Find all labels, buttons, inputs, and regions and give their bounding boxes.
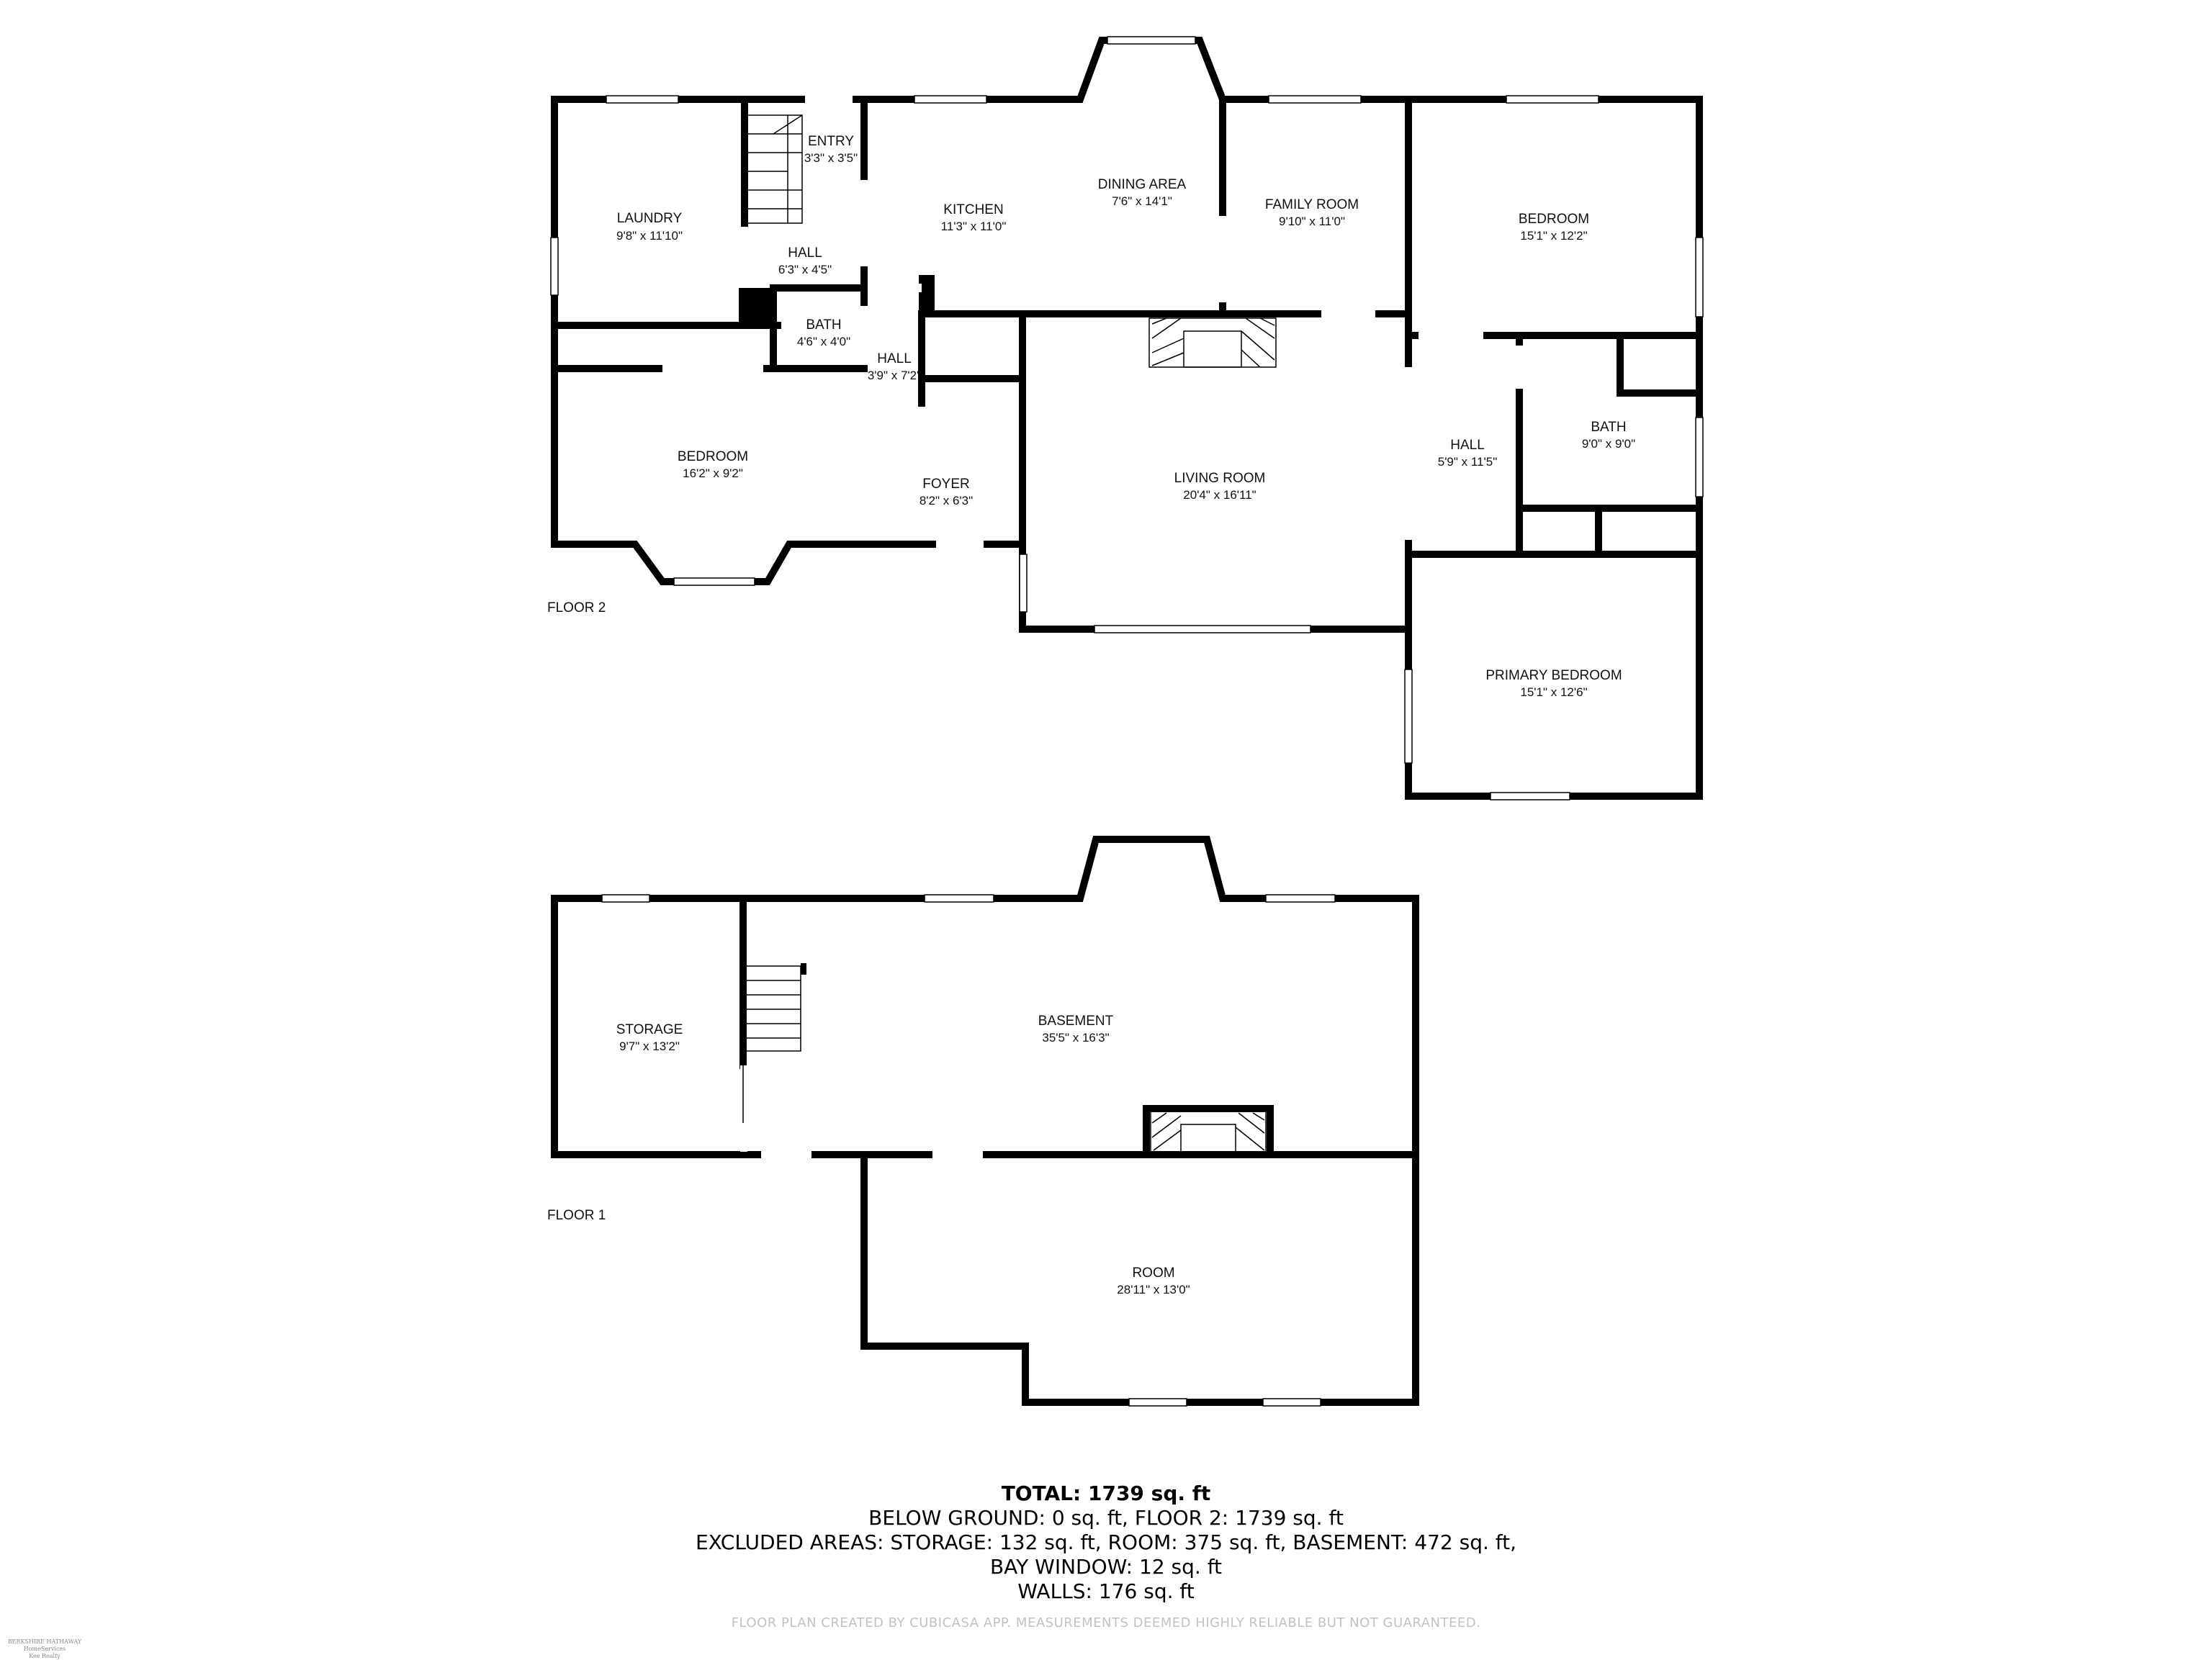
brand-line-3: Kee Realty [29, 1653, 60, 1659]
floor-1-interior-walls [739, 895, 1419, 1158]
primary-bedroom-label: PRIMARY BEDROOM [1485, 668, 1622, 683]
storage-dimensions: 9'7" x 13'2" [619, 1039, 680, 1053]
door-gap [740, 1065, 747, 1152]
entry-label: ENTRY [808, 134, 854, 149]
bath-b-label: BATH [1591, 420, 1626, 435]
family-room-label: FAMILY ROOM [1265, 197, 1359, 212]
area-summary: TOTAL: 1739 sq. ft BELOW GROUND: 0 sq. f… [0, 1481, 2212, 1604]
hall-c-dimensions: 5'9" x 11'5" [1438, 455, 1498, 469]
floor-1-plan: FLOOR 1 STORAGE 9'7" x 13'2" BASEMENT 35… [547, 836, 1419, 1407]
hall-dimensions: 6'3" x 4'5" [778, 263, 832, 276]
stairs [745, 963, 806, 1052]
hall-label: HALL [788, 245, 822, 261]
bath-b-dimensions: 9'0" x 9'0" [1582, 437, 1635, 451]
primary-bedroom-dimensions: 15'1" x 12'6" [1520, 685, 1587, 699]
room-label: ROOM [1132, 1266, 1174, 1281]
disclaimer: FLOOR PLAN CREATED BY CUBICASA APP. MEAS… [731, 1615, 1481, 1630]
foyer-dimensions: 8'2" x 6'3" [920, 494, 973, 508]
brand-line-1: BERKSHIRE HATHAWAY [7, 1638, 82, 1645]
summary-line-3: BAY WINDOW: 12 sq. ft [989, 1555, 1223, 1579]
bath-dimensions: 4'6" x 4'0" [797, 335, 850, 348]
floor-2-windows [550, 36, 1704, 800]
hall-b-label: HALL [877, 351, 912, 366]
hall-c-label: HALL [1450, 438, 1485, 453]
bath-label: BATH [806, 317, 841, 333]
storage-label: STORAGE [616, 1022, 683, 1037]
wall-block [739, 288, 775, 325]
living-room-label: LIVING ROOM [1174, 471, 1266, 486]
dining-area-dimensions: 7'6" x 14'1" [1112, 194, 1172, 208]
fireplace [1148, 317, 1277, 368]
brand-line-2: HomeServices [23, 1646, 66, 1652]
floor-2-doors [662, 94, 1527, 550]
kitchen-label: KITCHEN [943, 202, 1003, 217]
family-room-dimensions: 9'10" x 11'0" [1279, 215, 1345, 228]
floor-1-windows [601, 894, 1336, 1407]
kitchen-dimensions: 11'3" x 11'0" [941, 220, 1007, 233]
room-dimensions: 28'11" x 13'0" [1117, 1283, 1190, 1296]
floor-2-label: FLOOR 2 [547, 600, 606, 615]
summary-line-1: BELOW GROUND: 0 sq. ft, FLOOR 2: 1739 sq… [868, 1506, 1344, 1530]
entry-dimensions: 3'3" x 3'5" [804, 151, 858, 165]
foyer-label: FOYER [922, 477, 969, 492]
bedroom-w-dimensions: 16'2" x 9'2" [683, 466, 743, 480]
wall-block [919, 275, 935, 314]
bedroom-w-label: BEDROOM [678, 449, 748, 464]
laundry-label: LAUNDRY [617, 211, 683, 226]
summary-line-2: EXCLUDED AREAS: STORAGE: 132 sq. ft, ROO… [695, 1530, 1517, 1554]
bedroom-ne-label: BEDROOM [1519, 212, 1589, 227]
living-room-dimensions: 20'4" x 16'11" [1183, 488, 1256, 502]
basement-dimensions: 35'5" x 16'3" [1042, 1031, 1109, 1045]
fireplace [1150, 1111, 1267, 1152]
brand-logo: BERKSHIRE HATHAWAY HomeServices Kee Real… [1, 1638, 88, 1660]
laundry-dimensions: 9'8" x 11'10" [616, 229, 683, 243]
hall-b-dimensions: 3'9" x 7'2" [868, 369, 921, 382]
floor-1-outer-wall [551, 836, 1419, 1406]
total-area: TOTAL: 1739 sq. ft [1001, 1481, 1211, 1505]
floor-1-label: FLOOR 1 [547, 1208, 606, 1223]
floor-2-plan: FLOOR 2 LAUNDRY 9'8" x 11'10" ENTRY 3'3"… [547, 36, 1704, 800]
summary-line-4: WALLS: 176 sq. ft [1017, 1579, 1195, 1603]
dining-area-label: DINING AREA [1098, 177, 1187, 192]
stairs [744, 114, 803, 224]
bedroom-ne-dimensions: 15'1" x 12'2" [1520, 229, 1587, 243]
basement-label: BASEMENT [1038, 1014, 1114, 1029]
